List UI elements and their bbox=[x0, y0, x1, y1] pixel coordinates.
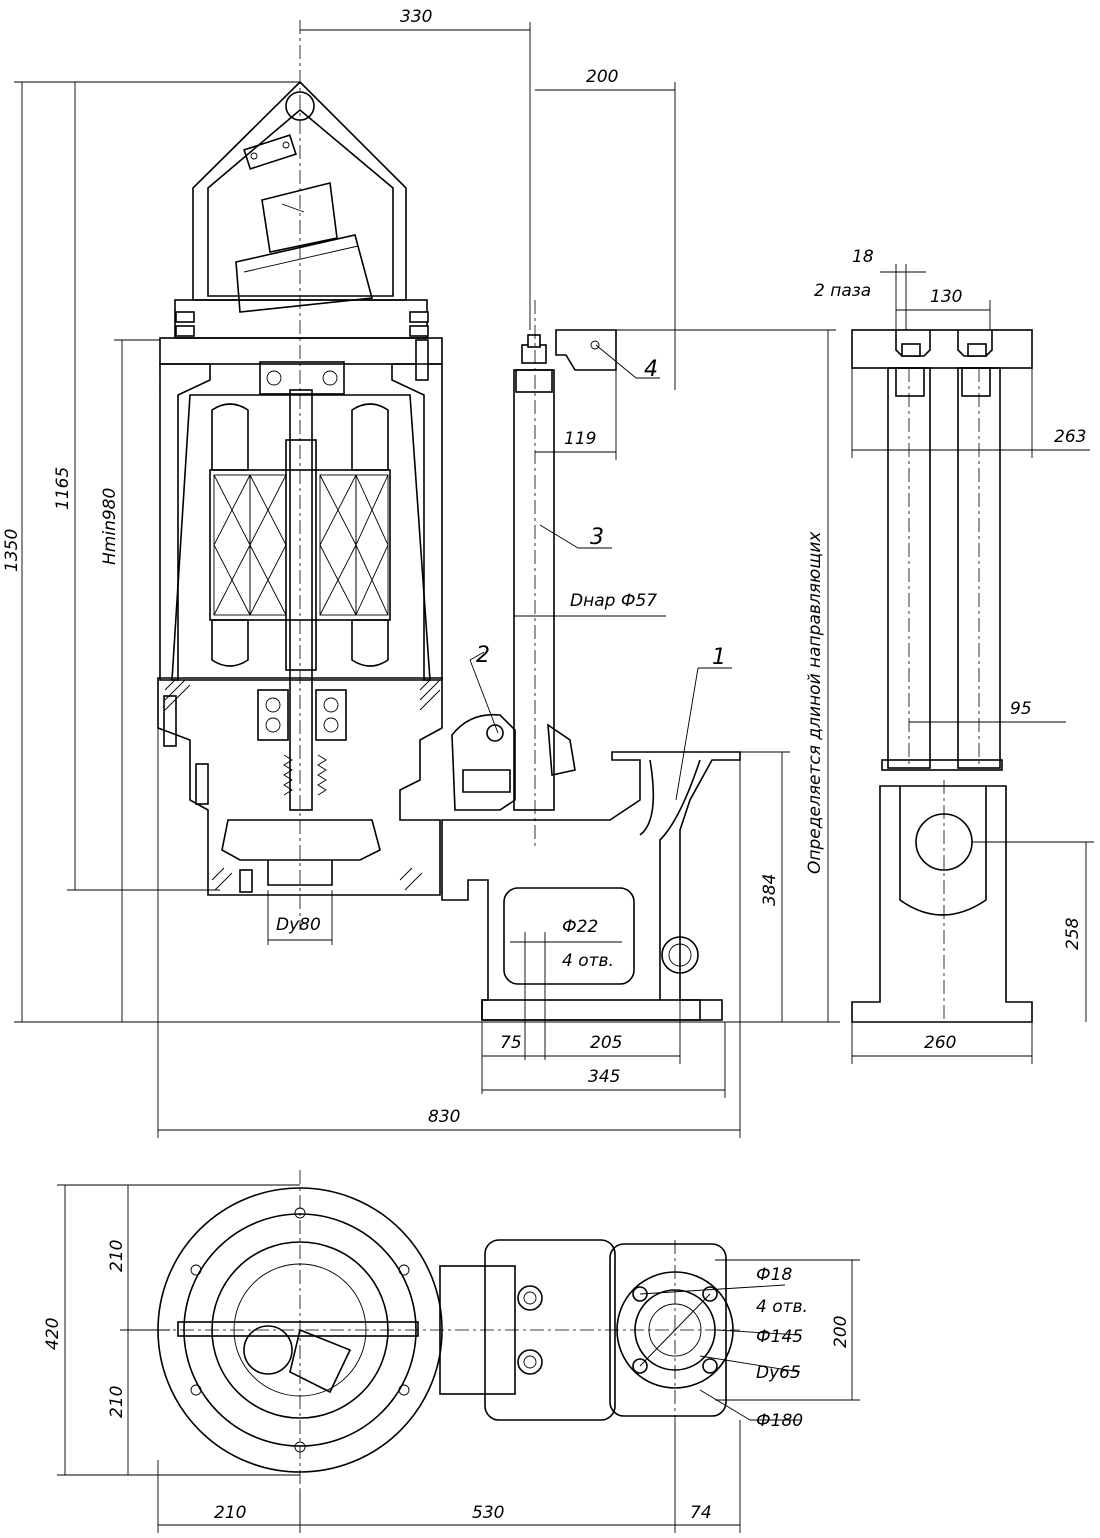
dim-420: 420 bbox=[43, 1318, 63, 1350]
dim-95: 95 bbox=[1010, 699, 1032, 719]
dim-holes-4: 4 отв. bbox=[562, 951, 614, 971]
dim-hmin980: Hmin980 bbox=[100, 488, 120, 565]
dimension-labels: 330 200 18 2 паза 130 263 119 Dнар Ф57 1… bbox=[2, 7, 1086, 1523]
dim-200-plan: 200 bbox=[831, 1316, 851, 1348]
dim-1165: 1165 bbox=[53, 467, 73, 510]
dimension-lines bbox=[14, 22, 1094, 1533]
dim-119: 119 bbox=[564, 429, 596, 449]
dim-210-upper: 210 bbox=[107, 1240, 127, 1272]
plan-view bbox=[130, 1170, 740, 1490]
dim-530: 530 bbox=[472, 1503, 504, 1523]
dim-d180: Ф180 bbox=[756, 1411, 803, 1431]
part-callouts: 1 2 3 4 bbox=[476, 357, 726, 670]
dim-18: 18 bbox=[852, 247, 874, 267]
dim-210-lower: 210 bbox=[107, 1386, 127, 1418]
dim-dnar: Dнар Ф57 bbox=[570, 591, 657, 611]
rail-side-view bbox=[851, 329, 1033, 1023]
dim-dy80: Dy80 bbox=[276, 915, 321, 935]
callout-2: 2 bbox=[476, 643, 490, 668]
dim-holes-4-plan: 4 отв. bbox=[756, 1297, 808, 1317]
dim-258: 258 bbox=[1063, 917, 1083, 950]
dim-263: 263 bbox=[1054, 427, 1086, 447]
dim-d145: Ф145 bbox=[756, 1327, 803, 1347]
discharge-assembly bbox=[441, 713, 741, 1021]
dim-2-paza: 2 паза bbox=[814, 281, 871, 301]
dim-384: 384 bbox=[760, 874, 780, 906]
dim-1350: 1350 bbox=[2, 529, 22, 572]
guide-length-note: Определяется длиной направляющих bbox=[805, 531, 825, 874]
dim-130: 130 bbox=[930, 287, 962, 307]
dim-345: 345 bbox=[588, 1067, 620, 1087]
dim-830: 830 bbox=[428, 1107, 460, 1127]
callout-1: 1 bbox=[712, 645, 726, 670]
pump-front-view bbox=[157, 80, 443, 896]
dim-200-top: 200 bbox=[586, 67, 618, 87]
guide-rail-front bbox=[513, 300, 617, 850]
dim-d22: Ф22 bbox=[562, 917, 598, 937]
dim-260: 260 bbox=[924, 1033, 956, 1053]
dim-dy65: Dy65 bbox=[756, 1363, 801, 1383]
callout-4: 4 bbox=[644, 357, 658, 382]
dim-330: 330 bbox=[400, 7, 432, 27]
dim-210-bottom: 210 bbox=[214, 1503, 246, 1523]
dim-75: 75 bbox=[500, 1033, 522, 1053]
dim-205: 205 bbox=[590, 1033, 622, 1053]
callout-3: 3 bbox=[590, 525, 604, 550]
dim-74: 74 bbox=[690, 1503, 712, 1523]
dim-d18-plan: Ф18 bbox=[756, 1265, 792, 1285]
